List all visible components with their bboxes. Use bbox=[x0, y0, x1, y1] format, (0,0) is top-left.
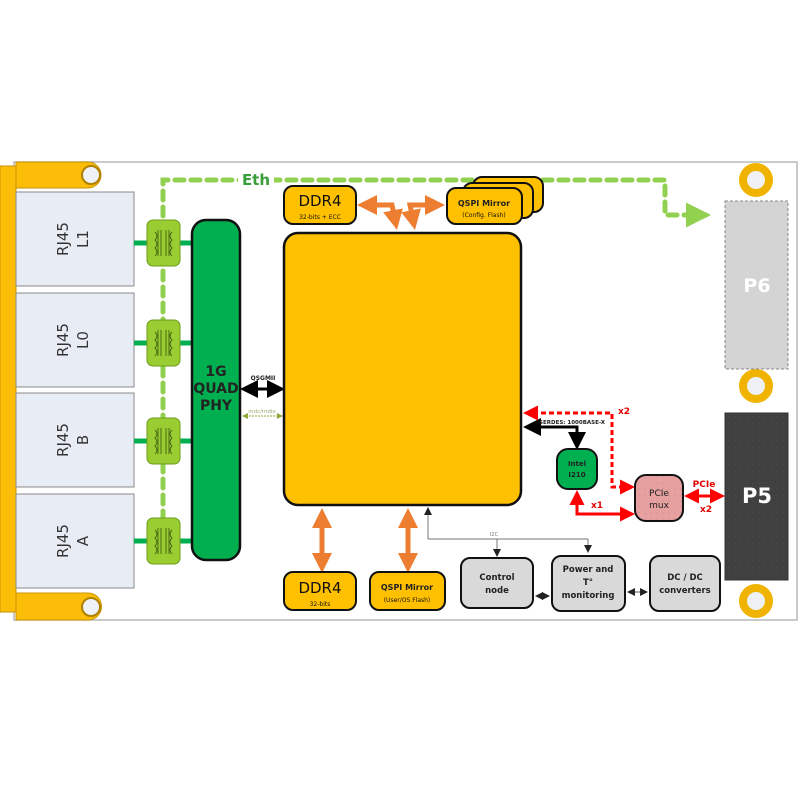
phy-line2: QUAD bbox=[193, 381, 238, 397]
qspi-top-title: QSPI Mirror bbox=[458, 199, 510, 208]
rj45-port-a-line1: RJ45 bbox=[54, 524, 72, 558]
qspi-bottom-title: QSPI Mirror bbox=[381, 583, 433, 592]
top-memory-arrows bbox=[357, 195, 445, 230]
rj45-port-l1-line2: L1 bbox=[74, 230, 92, 248]
p6-label: P6 bbox=[743, 275, 770, 297]
power-monitoring-block: Power and T° monitoring bbox=[551, 555, 626, 612]
magnetics-a bbox=[146, 517, 181, 565]
i2c-bus bbox=[424, 507, 592, 557]
ddr4-bottom-subtitle: 32-bits bbox=[310, 601, 331, 608]
mdio-label: mdc/mdio bbox=[248, 409, 276, 415]
magnetics-b bbox=[146, 417, 181, 465]
rj45-port-l1: RJ45 L1 bbox=[15, 191, 135, 287]
ddr4-bottom-title: DDR4 bbox=[298, 579, 341, 597]
i2c-label: I2C bbox=[490, 532, 499, 538]
qsgmii-label: QSGMII bbox=[251, 375, 276, 382]
eth-label-bg bbox=[238, 168, 274, 190]
x1-label: x1 bbox=[591, 501, 603, 511]
ddr4-top-subtitle: 32-bits + ECC bbox=[299, 214, 341, 221]
rj45-port-l1-line1: RJ45 bbox=[54, 222, 72, 256]
pcie-mux-line1: PCIe bbox=[649, 489, 669, 499]
rj45-port-l0-line1: RJ45 bbox=[54, 323, 72, 357]
mount-hole-top-right bbox=[739, 163, 773, 197]
rj45-port-a: RJ45 A bbox=[15, 493, 135, 589]
dcdc-block: DC / DC converters bbox=[649, 555, 721, 612]
rj45-port-l0-line2: L0 bbox=[74, 331, 92, 349]
dcdc-line2: converters bbox=[659, 586, 711, 596]
rj45-port-b-line2: B bbox=[74, 435, 92, 445]
rj45-port-b-line1: RJ45 bbox=[54, 423, 72, 457]
bracket-tab-bottom bbox=[15, 592, 102, 621]
magnetics-l1 bbox=[146, 219, 181, 267]
control-node-line2: node bbox=[485, 586, 509, 596]
pcie-mux-block: PCIe mux bbox=[634, 474, 684, 522]
qspi-top-stack: QSPI Mirror (Config. Flash) bbox=[446, 176, 544, 225]
intel-i210-block: Intel I210 bbox=[556, 448, 598, 490]
control-node-line1: Control bbox=[479, 573, 514, 583]
ddr4-bottom-block: DDR4 32-bits bbox=[283, 571, 357, 611]
mount-hole-bottom-left bbox=[81, 597, 101, 617]
dcdc-line1: DC / DC bbox=[667, 573, 703, 583]
mount-hole-top-left bbox=[81, 165, 101, 185]
power-mon-line1: Power and bbox=[563, 565, 614, 575]
intel-line1: Intel bbox=[568, 460, 586, 468]
control-node-block: Control node bbox=[460, 557, 534, 609]
phy-line3: PHY bbox=[200, 398, 233, 414]
mount-hole-mid-right bbox=[739, 369, 773, 403]
rj45-port-b: RJ45 B bbox=[15, 392, 135, 488]
pcie-x2-dashed-link bbox=[523, 405, 635, 495]
rj45-port-a-line2: A bbox=[74, 535, 92, 546]
qspi-bottom-subtitle: (User/OS Flash) bbox=[384, 597, 431, 604]
pcie-x1-link bbox=[569, 490, 635, 522]
pcie-label: PCIe bbox=[693, 480, 716, 490]
x2-top-label: x2 bbox=[618, 407, 630, 417]
eth-dashed-link bbox=[160, 177, 711, 523]
power-mon-line2: T° bbox=[583, 578, 593, 588]
qspi-bottom-block: QSPI Mirror (User/OS Flash) bbox=[369, 571, 446, 611]
fpga-soc-block bbox=[282, 231, 523, 507]
intel-line2: I210 bbox=[568, 471, 585, 479]
rj45-port-l0: RJ45 L0 bbox=[15, 292, 135, 388]
serdes-label: SERDES: 1000BASE-X bbox=[539, 420, 606, 426]
qspi-top-subtitle: (Config. Flash) bbox=[462, 212, 505, 219]
p5-connector: P5 bbox=[724, 412, 789, 581]
front-bracket bbox=[0, 165, 17, 613]
quad-phy-block: 1G QUAD PHY bbox=[190, 218, 242, 562]
x2-right-label: x2 bbox=[700, 505, 712, 515]
p5-label: P5 bbox=[742, 484, 772, 508]
ddr4-top-block: DDR4 32-bits + ECC bbox=[283, 185, 357, 225]
p6-connector: P6 bbox=[724, 200, 789, 370]
pcie-mux-line2: mux bbox=[649, 501, 669, 511]
eth-label: Eth bbox=[242, 171, 270, 189]
ddr4-top-title: DDR4 bbox=[298, 192, 341, 210]
phy-line1: 1G bbox=[205, 364, 226, 380]
power-mon-line3: monitoring bbox=[562, 591, 615, 601]
magnetics-l0 bbox=[146, 319, 181, 367]
mount-hole-bottom-right bbox=[739, 584, 773, 618]
